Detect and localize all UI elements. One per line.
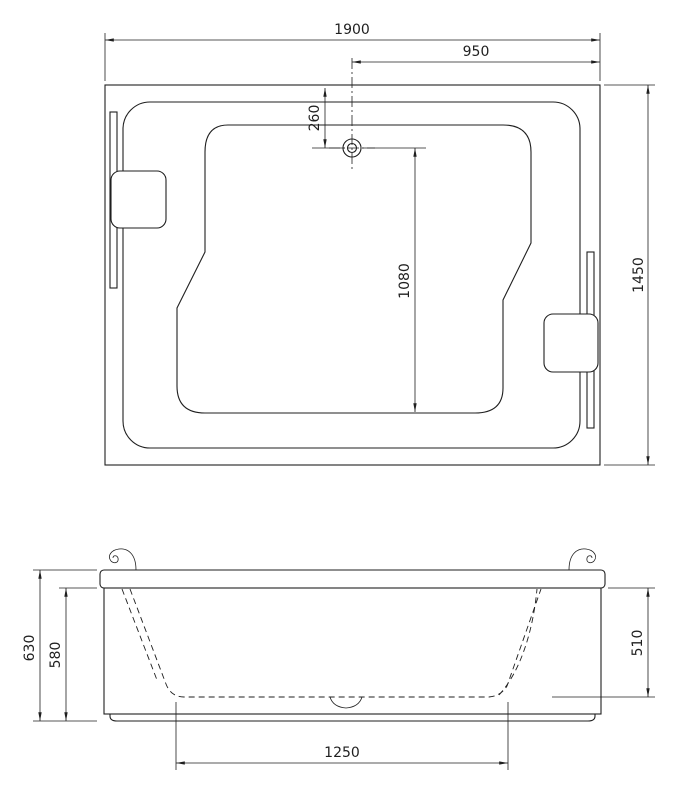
dim-overall-height: 630 [22, 569, 97, 722]
dim-label-1450: 1450 [631, 257, 647, 293]
dim-label-510: 510 [630, 630, 646, 657]
dim-label-260: 260 [307, 105, 323, 132]
front-panel [103, 587, 602, 715]
right-headrest [543, 313, 599, 373]
drain-trap [329, 696, 363, 709]
dim-label-950: 950 [463, 44, 490, 60]
dim-panel-height: 580 [48, 587, 97, 721]
dim-label-630: 630 [22, 635, 38, 662]
dim-inner-depth: 510 [552, 587, 655, 698]
basin-left-wall [121, 588, 158, 681]
dim-overall-width: 1450 [604, 84, 655, 466]
basin-inner-profile [129, 588, 542, 698]
left-hook [109, 548, 137, 571]
drain-fitting [329, 58, 375, 172]
dim-label-1250: 1250 [324, 745, 360, 761]
dim-label-1080: 1080 [397, 263, 413, 299]
dim-drain-to-right: 950 [352, 44, 600, 64]
tub-outer-edge [104, 84, 601, 466]
dim-label-1900: 1900 [334, 22, 370, 38]
dim-edge-to-drain: 260 [307, 88, 345, 149]
deck-edge [99, 569, 606, 589]
dim-drain-to-basin-end: 1080 [362, 147, 426, 412]
right-hook [568, 548, 596, 571]
dim-label-580: 580 [48, 642, 64, 669]
basin-contour [176, 124, 532, 414]
dim-overall-length: 1900 [104, 22, 601, 81]
dim-basin-bottom-length: 1250 [175, 702, 509, 770]
top-view: 1900 950 1450 260 1080 [104, 22, 655, 466]
base-plinth [109, 714, 596, 722]
hidden-basin-profile [121, 588, 542, 709]
front-view: 630 580 510 1250 [22, 548, 655, 770]
basin-right-wall [498, 588, 538, 696]
left-headrest [110, 170, 167, 229]
tub-rim-contour [122, 101, 581, 449]
drain-inner-circle [346, 142, 358, 154]
